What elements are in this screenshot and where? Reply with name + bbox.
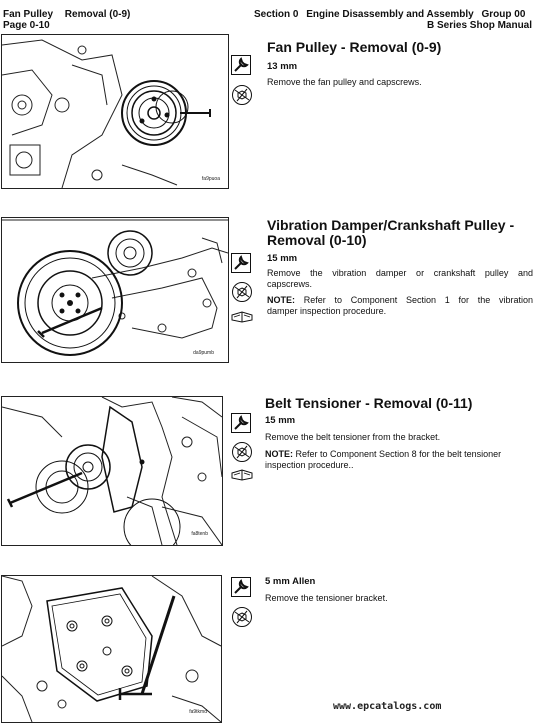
tool-size: 13 mm <box>267 61 298 72</box>
note-label: NOTE: <box>265 449 293 459</box>
wrench-icon <box>231 577 251 602</box>
header-left: Fan Pulley Removal (0-9) <box>3 9 130 20</box>
belt-tensioner-figure: fa8tenb <box>1 396 223 546</box>
note-line: NOTE: Refer to Component Section 1 for t… <box>267 295 533 306</box>
instruction-text: Remove the fan pulley and capscrews. <box>267 77 422 87</box>
section-title: Belt Tensioner - Removal (0-11) <box>265 395 473 411</box>
socket-icon <box>231 281 253 308</box>
note: NOTE: Refer to Component Section 1 for t… <box>267 295 533 317</box>
socket-icon <box>231 441 253 468</box>
header-subtitle: Removal (0-9) <box>64 9 131 20</box>
section-title: Fan Pulley - Removal (0-9) <box>267 39 442 55</box>
section-title-line: Vibration Damper/Crankshaft Pulley - <box>267 217 515 233</box>
note-text: Refer to Component Section 1 for the vib… <box>303 295 533 305</box>
figure-tag: fa8tenb <box>191 531 208 537</box>
instruction-line: Remove the vibration damper or crankshaf… <box>267 268 533 278</box>
note-line: NOTE: Refer to Component Section 8 for t… <box>265 449 531 460</box>
section-title-line: Removal (0-10) <box>267 232 367 248</box>
wrench-icon <box>231 253 251 278</box>
instruction-text: Remove the vibration damper or crankshaf… <box>267 268 533 290</box>
instruction-text: Remove the belt tensioner from the brack… <box>265 432 441 442</box>
tool-size: 5 mm Allen <box>265 576 316 587</box>
figure-tag: fa9puoa <box>201 176 220 182</box>
header-right: Section 0 Engine Disassembly and Assembl… <box>254 9 525 20</box>
header-section: Section 0 <box>254 9 299 20</box>
instruction-text: Remove the tensioner bracket. <box>265 593 388 603</box>
socket-icon <box>231 84 253 111</box>
note: NOTE: Refer to Component Section 8 for t… <box>265 449 531 471</box>
note-line: inspection procedure.. <box>265 460 354 470</box>
note-label: NOTE: <box>267 295 295 305</box>
wrench-icon <box>231 413 251 438</box>
tensioner-bracket-figure: fa9tkmd <box>1 575 222 723</box>
fan-pulley-figure: fa9puoa <box>1 34 229 189</box>
header-group: Group 00 <box>481 9 526 20</box>
socket-icon <box>231 606 253 633</box>
tensioner-bracket-illustration <box>2 576 221 722</box>
fan-pulley-illustration <box>2 39 211 188</box>
wrench-icon <box>231 55 251 80</box>
instruction-line: capscrews. <box>267 279 313 289</box>
tool-size: 15 mm <box>265 415 296 426</box>
header-manual: B Series Shop Manual <box>427 20 533 31</box>
page-number: Page 0-10 <box>3 20 50 31</box>
tool-size: 15 mm <box>267 253 298 264</box>
section-title: Vibration Damper/Crankshaft Pulley - Rem… <box>267 218 514 248</box>
note-text: Refer to Component Section 8 for the bel… <box>295 449 502 459</box>
header-section-title: Engine Disassembly and Assembly <box>306 9 474 20</box>
watermark: www.epcatalogs.com <box>333 701 442 712</box>
belt-tensioner-illustration <box>2 397 222 545</box>
book-icon <box>231 468 253 486</box>
vibration-damper-figure: da9pumb <box>1 217 229 363</box>
vibration-damper-illustration <box>2 219 228 356</box>
figure-tag: fa9tkmd <box>189 709 207 715</box>
figure-tag: da9pumb <box>193 350 214 356</box>
header-title: Fan Pulley <box>3 9 54 20</box>
note-line: damper inspection procedure. <box>267 306 387 316</box>
book-icon <box>231 310 253 328</box>
